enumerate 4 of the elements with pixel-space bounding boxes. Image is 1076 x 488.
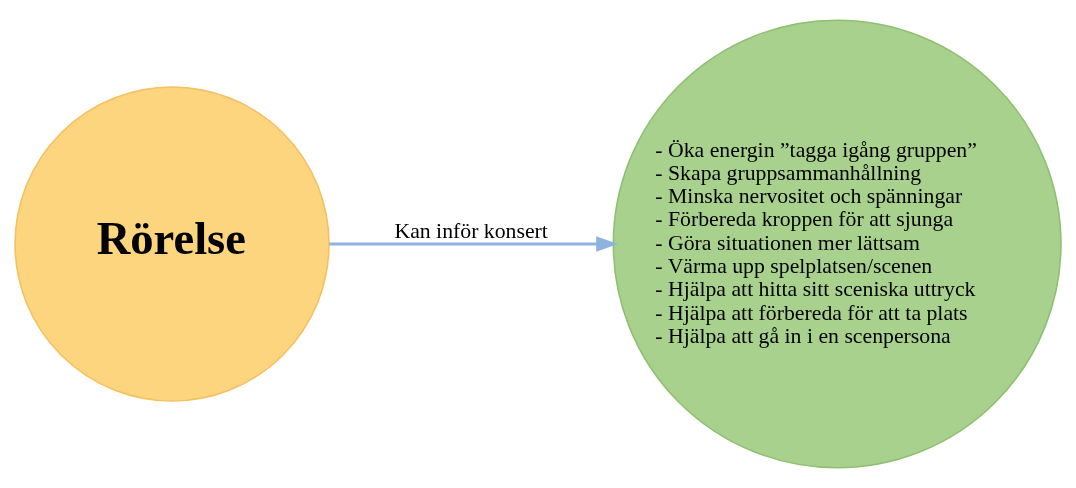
- arrow: [329, 236, 618, 252]
- edge-label: Kan inför konsert: [394, 219, 548, 244]
- node-circle: - Öka energin ”tagga igång gruppen” - Skapa gruppsammanhållning - Minska nervositet och spänningar - Förbereda kroppen för att sjunga - Göra situationen mer lättsam - Värma upp spelplatsen/scenen - Hjälpa att hitta sitt sceniska uttryck - Hjälpa att förbereda för att ta plats - Hjälpa att gå in i en scenpersona: [612, 19, 1062, 469]
- node-circle: Rörelse: [14, 86, 330, 402]
